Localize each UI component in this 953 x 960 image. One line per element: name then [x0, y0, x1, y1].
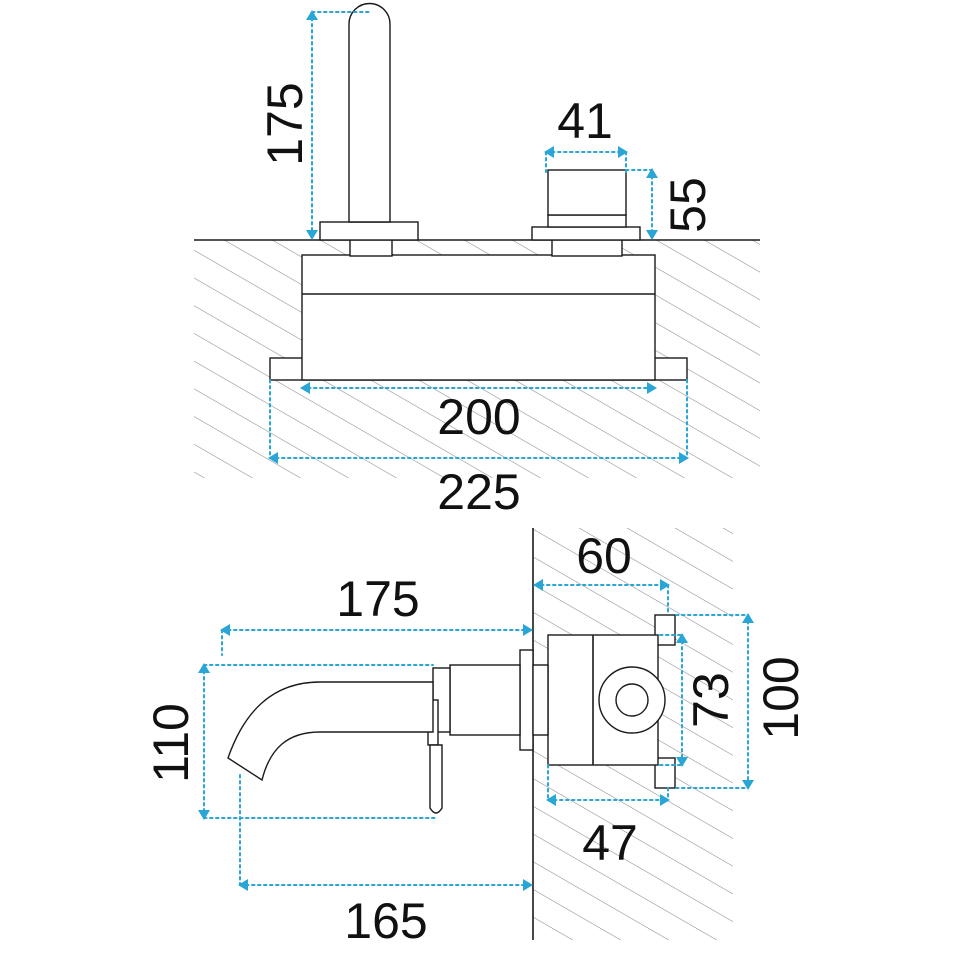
- dim-label-top-handle-width: 41: [557, 93, 613, 149]
- side-valve-cartridge-core: [615, 683, 649, 717]
- dim-label-side-spout-projection: 165: [344, 893, 427, 949]
- dim-label-side-box-height: 73: [683, 672, 739, 728]
- dimension-lines: [198, 10, 754, 891]
- dim-label-side-box-depth: 47: [582, 815, 638, 871]
- dimension-labels: 175 41 55 200 225 175 60 110 73 100 47 1…: [143, 82, 809, 949]
- dim-label-side-wall-depth: 60: [576, 528, 632, 584]
- top-handle-ring: [547, 214, 627, 228]
- side-spout-base: [449, 664, 521, 736]
- top-handle-flange: [531, 226, 641, 241]
- side-lever-handle: [429, 744, 443, 814]
- side-flange-plate-top: [654, 614, 676, 646]
- dim-label-side-plate-height: 100: [753, 656, 809, 739]
- top-view: [194, 2, 760, 478]
- dim-label-top-plate-width: 225: [437, 464, 520, 520]
- dim-label-side-height: 110: [143, 703, 199, 783]
- dim-label-top-body-width: 200: [437, 389, 520, 445]
- side-spout-curve: [227, 681, 434, 782]
- top-valve-body: [301, 254, 656, 381]
- top-spout-neck: [349, 239, 393, 257]
- top-handle-neck: [551, 239, 623, 257]
- dim-label-side-spout-reach: 175: [336, 571, 419, 627]
- top-spout-tube: [348, 2, 391, 223]
- dim-label-top-handle-height: 55: [660, 177, 716, 233]
- side-view: [227, 528, 733, 940]
- dim-label-top-spout-height: 175: [257, 82, 313, 165]
- top-handle-knob: [547, 169, 627, 216]
- side-escutcheon-gap: [532, 664, 549, 736]
- top-spout-flange: [319, 221, 419, 241]
- side-escutcheon: [519, 649, 534, 751]
